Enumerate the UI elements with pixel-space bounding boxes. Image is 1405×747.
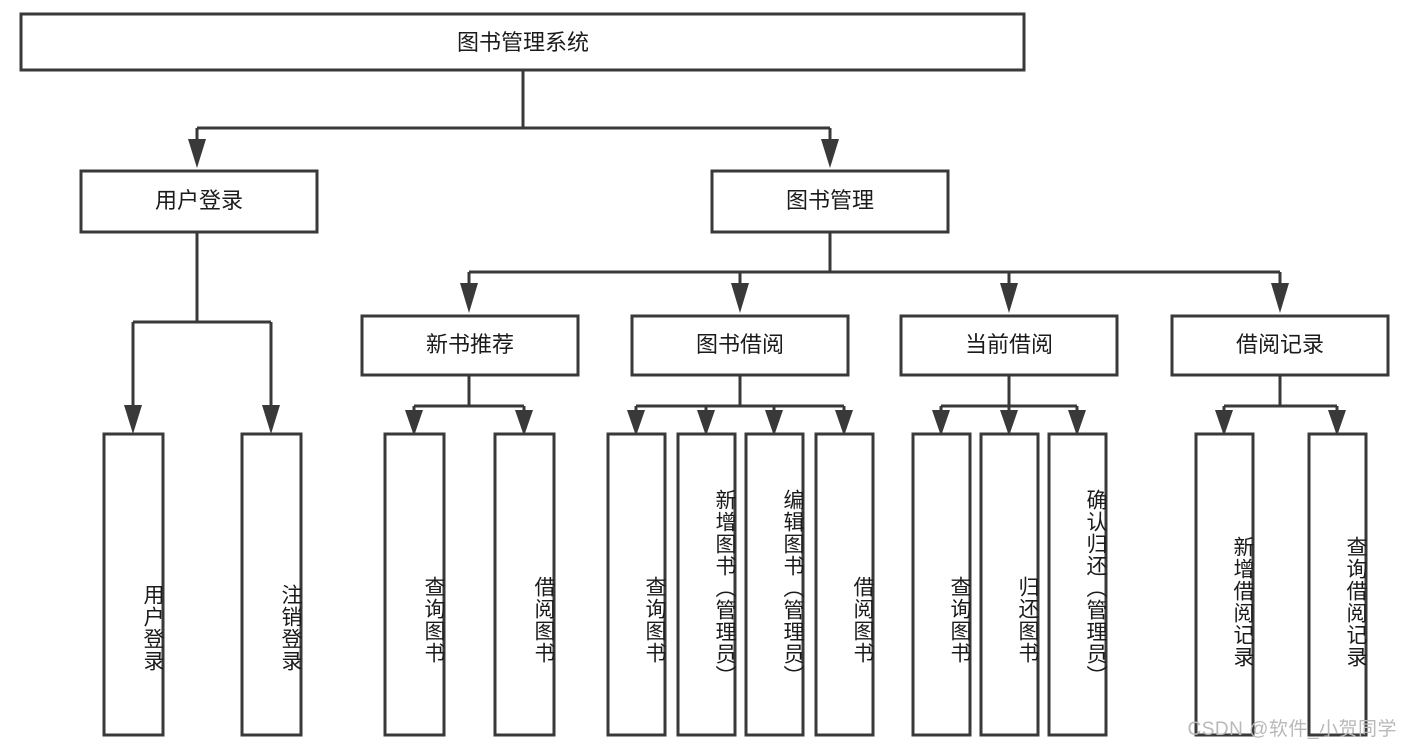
leaf-box-borrow-record-1[interactable] bbox=[1307, 432, 1368, 737]
node-new-book-recommend[interactable]: 新书推荐 bbox=[360, 314, 580, 377]
leaf-box-current-borrow-0[interactable] bbox=[911, 432, 972, 737]
arrow-userlogin-leaf-2 bbox=[262, 405, 280, 434]
node-borrow-record-box[interactable] bbox=[1170, 314, 1390, 377]
edge-group-bookmgmt-to-level3 bbox=[460, 232, 1289, 313]
arrow-to-borrow-record bbox=[1271, 283, 1289, 313]
node-book-borrow[interactable]: 图书借阅 bbox=[630, 314, 850, 377]
arrow-currentborrow-leaf-1 bbox=[932, 410, 950, 436]
leaf-box-new-book-1[interactable] bbox=[493, 432, 556, 737]
leaf-box-current-borrow-1[interactable] bbox=[979, 432, 1040, 737]
arrow-to-current-borrow bbox=[1000, 283, 1018, 313]
leaf-box-book-borrow-1[interactable] bbox=[676, 432, 737, 737]
leaf-box-book-borrow-0[interactable] bbox=[606, 432, 667, 737]
arrow-bookborrow-leaf-2 bbox=[697, 410, 715, 436]
edge-group-userlogin-to-leaves bbox=[124, 232, 280, 434]
node-new-book-recommend-box[interactable] bbox=[360, 314, 580, 377]
node-new-book-recommend-label: 新书推荐 bbox=[426, 332, 514, 357]
arrow-bookborrow-leaf-4 bbox=[835, 410, 853, 436]
arrow-newbook-leaf-1 bbox=[405, 410, 423, 436]
node-user-login-box[interactable] bbox=[79, 169, 319, 234]
edge-group-bookborrow-to-leaves bbox=[627, 376, 853, 436]
leaf-box-borrow-record-0[interactable] bbox=[1194, 432, 1255, 737]
node-root-system-label: 图书管理系统 bbox=[457, 30, 589, 55]
leaf-box-book-borrow-2[interactable] bbox=[744, 432, 805, 737]
csdn-watermark: CSDN @软件_小贺同学 bbox=[1187, 719, 1397, 740]
leaf-box-new-book-0[interactable] bbox=[383, 432, 446, 737]
node-book-borrow-box[interactable] bbox=[630, 314, 850, 377]
arrow-to-book-borrow bbox=[731, 283, 749, 313]
node-book-borrow-label: 图书借阅 bbox=[696, 332, 784, 357]
arrow-to-book-mgmt bbox=[821, 139, 839, 168]
node-book-management[interactable]: 图书管理 bbox=[710, 169, 950, 234]
node-current-borrow[interactable]: 当前借阅 bbox=[899, 314, 1119, 377]
edge-group-root-to-level2 bbox=[188, 70, 839, 168]
arrow-to-user-login bbox=[188, 139, 206, 168]
arrow-borrowrecord-leaf-1 bbox=[1215, 410, 1233, 436]
leaf-box-current-borrow-2[interactable] bbox=[1047, 432, 1108, 737]
node-current-borrow-box[interactable] bbox=[899, 314, 1119, 377]
leaf-box-user-login-0[interactable] bbox=[102, 432, 165, 737]
arrow-currentborrow-leaf-2 bbox=[1000, 410, 1018, 436]
arrow-newbook-leaf-2 bbox=[515, 410, 533, 436]
arrow-borrowrecord-leaf-2 bbox=[1328, 410, 1346, 436]
node-user-login-label: 用户登录 bbox=[155, 188, 243, 213]
arrow-bookborrow-leaf-1 bbox=[627, 410, 645, 436]
edge-group-borrowrecord-to-leaves bbox=[1215, 376, 1346, 436]
node-root-system-box[interactable] bbox=[19, 12, 1026, 72]
arrow-bookborrow-leaf-3 bbox=[765, 410, 783, 436]
leaf-box-book-borrow-3[interactable] bbox=[814, 432, 875, 737]
node-borrow-record[interactable]: 借阅记录 bbox=[1170, 314, 1390, 377]
node-current-borrow-label: 当前借阅 bbox=[965, 332, 1053, 357]
arrow-currentborrow-leaf-3 bbox=[1068, 410, 1086, 436]
node-book-management-box[interactable] bbox=[710, 169, 950, 234]
node-user-login[interactable]: 用户登录 bbox=[79, 169, 319, 234]
leaf-box-user-login-1[interactable] bbox=[240, 432, 303, 737]
node-book-management-label: 图书管理 bbox=[786, 188, 874, 213]
edge-group-newbook-to-leaves bbox=[405, 376, 533, 436]
arrow-to-new-book bbox=[460, 283, 478, 313]
edge-group-currentborrow-to-leaves bbox=[932, 376, 1086, 436]
arrow-userlogin-leaf-1 bbox=[124, 405, 142, 434]
node-root-system[interactable]: 图书管理系统 bbox=[19, 12, 1026, 72]
node-borrow-record-label: 借阅记录 bbox=[1236, 332, 1324, 357]
